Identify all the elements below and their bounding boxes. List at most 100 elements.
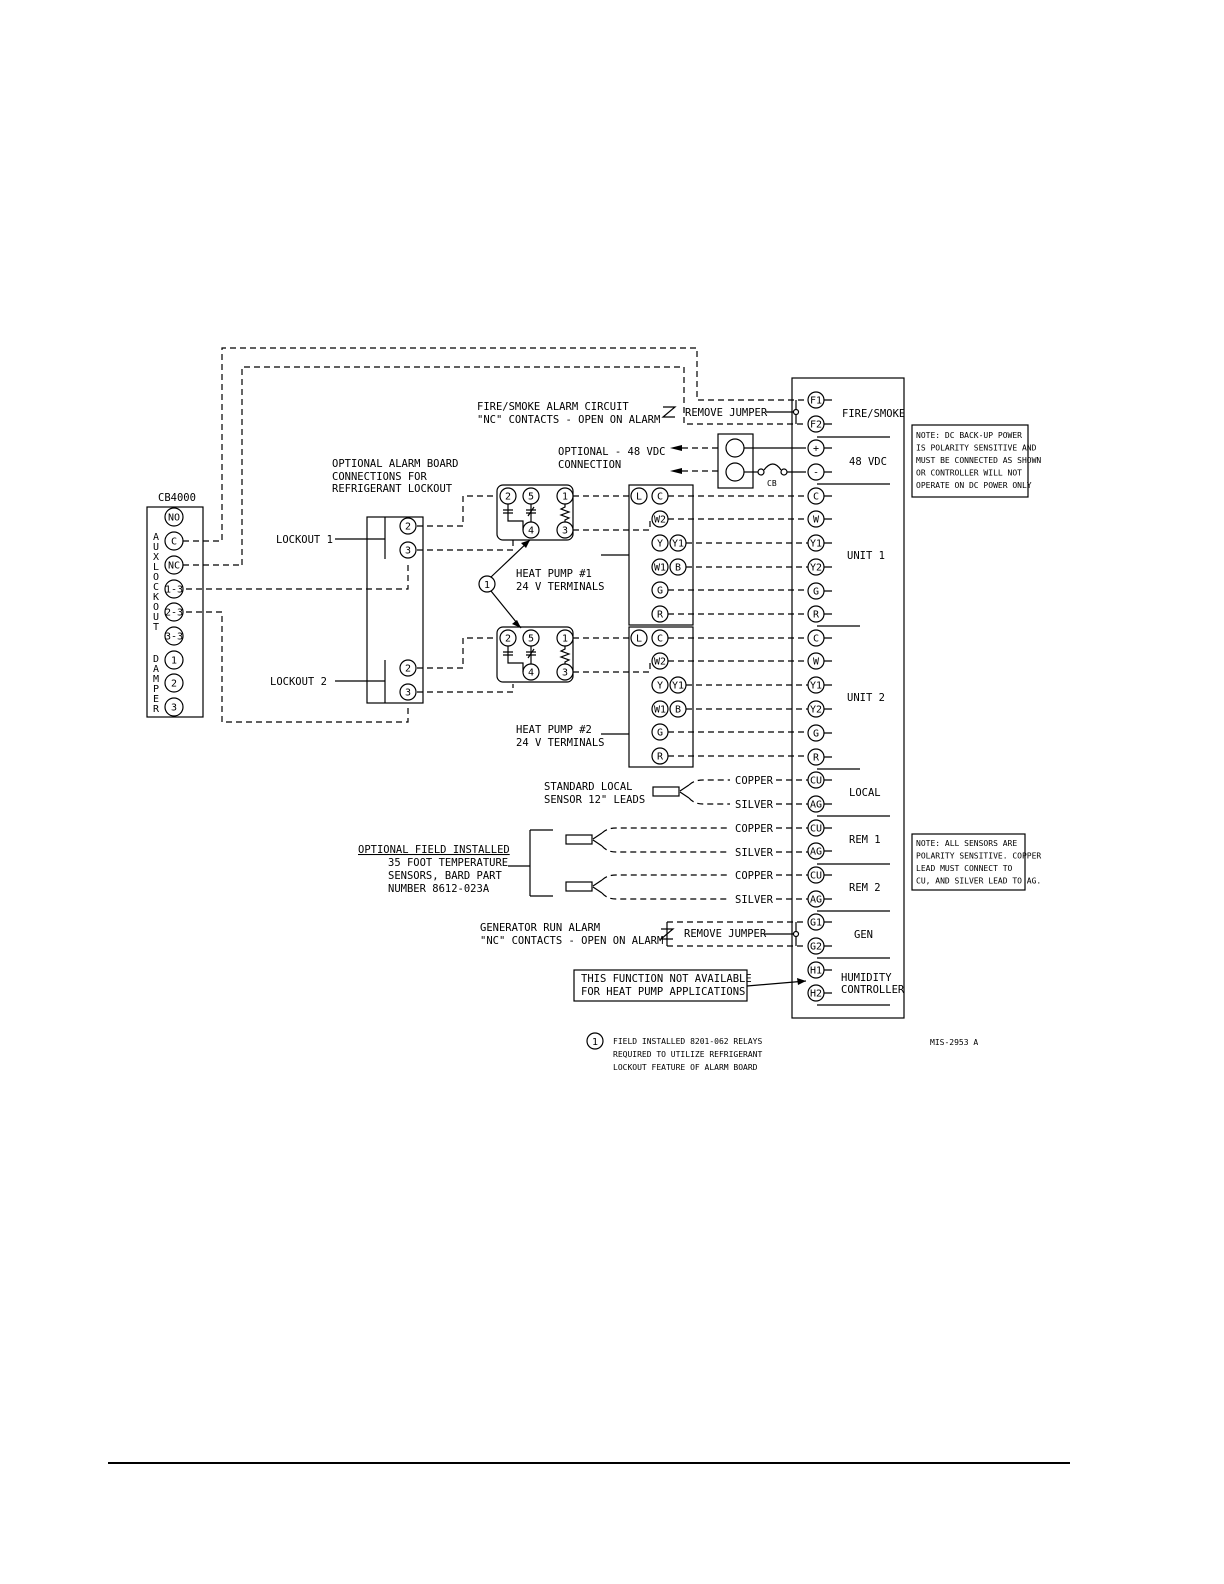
dc-note-line: IS POLARITY SENSITIVE AND — [916, 444, 1037, 453]
svg-text:CU: CU — [810, 776, 822, 787]
lockout-terminal-2: 2 — [399, 517, 417, 535]
main-terminal-w: W — [807, 510, 825, 528]
svg-text:3: 3 — [562, 526, 568, 537]
svg-text:5: 5 — [528, 634, 534, 645]
lockout-terminal-3: 3 — [399, 683, 417, 701]
section-48vdc: 48 VDC — [849, 456, 887, 468]
std-sensor-label-1: STANDARD LOCAL — [544, 781, 633, 793]
silver-label: SILVER — [735, 847, 774, 859]
section-controller: CONTROLLER — [841, 984, 905, 996]
svg-text:R: R — [657, 752, 664, 763]
cb4000-terminal-1: 1 — [164, 650, 184, 670]
svg-text:F2: F2 — [810, 420, 822, 431]
section-rem-2: REM 2 — [849, 882, 881, 894]
svg-text:L: L — [636, 634, 642, 645]
svg-text:B: B — [675, 563, 681, 574]
hp-terminal-c: C — [651, 487, 669, 505]
cb4000-terminal-3: 3 — [164, 697, 184, 717]
svg-text:W1: W1 — [654, 705, 666, 716]
hp-terminal-l: L — [630, 487, 648, 505]
main-terminal-g: G — [807, 724, 825, 742]
relay-terminal-4: 4 — [522, 663, 540, 681]
main-terminal-ag: AG — [807, 890, 825, 908]
hp2-terminals-label: 24 V TERMINALS — [516, 737, 605, 749]
footnote-marker: 1 — [592, 1037, 598, 1048]
main-terminal-cu: CU — [807, 866, 825, 884]
svg-text:G: G — [657, 728, 663, 739]
hp-terminal-y: Y — [651, 676, 669, 694]
lockout-2-label: LOCKOUT 2 — [270, 676, 327, 688]
copper-label: COPPER — [735, 775, 774, 787]
main-terminal-c: C — [807, 487, 825, 505]
lockout-1-label: LOCKOUT 1 — [276, 534, 333, 546]
aux-lockout-letter: U — [153, 542, 159, 553]
svg-text:Y1: Y1 — [672, 539, 684, 550]
gen-remove-jumper-label: REMOVE JUMPER — [684, 928, 767, 940]
hp-terminal-r: R — [651, 747, 669, 765]
svg-text:1-3: 1-3 — [165, 585, 183, 596]
svg-text:2-3: 2-3 — [165, 608, 183, 619]
silver-label: SILVER — [735, 799, 774, 811]
lockout-terminal-3: 3 — [399, 541, 417, 559]
svg-text:F1: F1 — [810, 396, 822, 407]
svg-text:G1: G1 — [810, 918, 822, 929]
section-rem-1: REM 1 — [849, 834, 881, 846]
cb-label: CB — [767, 479, 777, 488]
svg-text:C: C — [657, 492, 663, 503]
aux-lockout-letter: A — [153, 532, 159, 543]
svg-text:L: L — [636, 492, 642, 503]
copper-label: COPPER — [735, 870, 774, 882]
std-sensor-label-2: SENSOR 12" LEADS — [544, 794, 645, 806]
svg-text:W2: W2 — [654, 515, 666, 526]
svg-text:G: G — [657, 586, 663, 597]
cb4000-terminal-2: 2 — [164, 673, 184, 693]
svg-text:1: 1 — [171, 656, 177, 667]
relay-footnote: 1 FIELD INSTALLED 8201-062 RELAYS REQUIR… — [586, 1032, 762, 1072]
main-terminal-plus: + — [807, 439, 825, 457]
main-terminal-f2: F2 — [807, 415, 825, 433]
main-terminal-ag: AG — [807, 795, 825, 813]
main-terminal-w: W — [807, 652, 825, 670]
hp1-label: HEAT PUMP #1 — [516, 568, 592, 580]
cb4000-terminal-nc: NC — [164, 555, 184, 575]
main-terminal-g: G — [807, 582, 825, 600]
aux-lockout-letter: U — [153, 612, 159, 623]
svg-text:R: R — [813, 610, 820, 621]
svg-text:Y: Y — [657, 681, 663, 692]
hp-terminal-g: G — [651, 581, 669, 599]
field-sensor-label-2: 35 FOOT TEMPERATURE — [388, 857, 508, 869]
relay-terminal-5: 5 — [522, 487, 540, 505]
main-terminal-r: R — [807, 748, 825, 766]
footnote-line-1: FIELD INSTALLED 8201-062 RELAYS — [613, 1037, 762, 1046]
cb4000-terminal-c: C — [164, 531, 184, 551]
hp-terminal-y1: Y1 — [669, 676, 687, 694]
main-terminal-cu: CU — [807, 819, 825, 837]
section-unit-1: UNIT 1 — [847, 550, 885, 562]
svg-text:Y1: Y1 — [672, 681, 684, 692]
generator-circuit: GENERATOR RUN ALARM "NC" CONTACTS - OPEN… — [480, 921, 806, 947]
svg-text:H1: H1 — [810, 966, 822, 977]
svg-text:3: 3 — [405, 688, 411, 699]
hp-terminal-l: L — [630, 629, 648, 647]
fire-smoke-nc-label: "NC" CONTACTS - OPEN ON ALARM — [477, 414, 660, 426]
lockout-terminal-2: 2 — [399, 659, 417, 677]
main-terminal-y1: Y1 — [807, 676, 825, 694]
humidity-not-available-note: THIS FUNCTION NOT AVAILABLE FOR HEAT PUM… — [573, 969, 807, 1002]
drawing-number: MIS-2953 A — [930, 1038, 978, 1047]
main-terminal-cu: CU — [807, 771, 825, 789]
main-terminal-y2: Y2 — [807, 700, 825, 718]
fire-remove-jumper-label: REMOVE JUMPER — [685, 407, 768, 419]
svg-text:H2: H2 — [810, 989, 822, 1000]
dc-note-line: OPERATE ON DC POWER ONLY — [916, 481, 1032, 490]
section-humidity: HUMIDITY — [841, 972, 892, 984]
svg-text:Y2: Y2 — [810, 563, 822, 574]
main-terminal-g1: G1 — [807, 913, 825, 931]
cb4000-terminal-1-3: 1-3 — [164, 579, 184, 599]
svg-text:W1: W1 — [654, 563, 666, 574]
svg-text:W2: W2 — [654, 657, 666, 668]
aux-lockout-letter: X — [153, 552, 159, 563]
main-terminal-f1: F1 — [807, 391, 825, 409]
